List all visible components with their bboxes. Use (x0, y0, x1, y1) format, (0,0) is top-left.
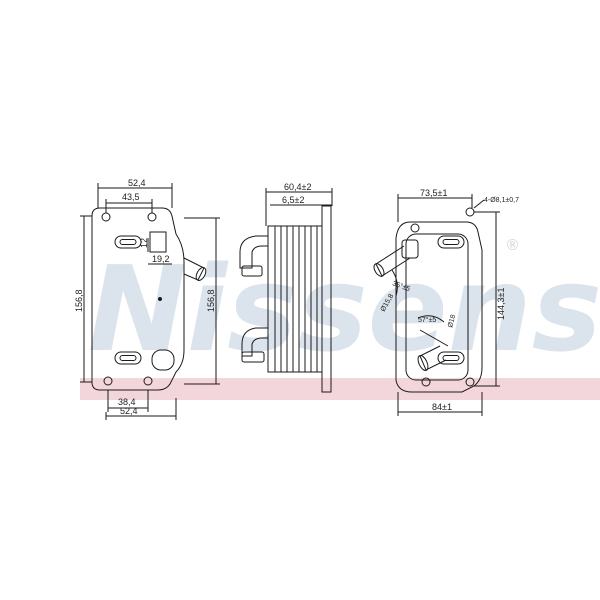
side-flange-offset-label: 6,5±2 (282, 195, 304, 205)
front-offset-12-label: 12 (139, 238, 149, 248)
rear-hole-top-right (465, 207, 475, 217)
rear-width-bottom-label: 84±1 (432, 402, 452, 412)
front-center-dot (158, 297, 162, 301)
front-height-right-label: 156,8 (206, 289, 216, 312)
side-fins (274, 226, 318, 372)
rear-pipe-bottom (419, 345, 447, 371)
front-height-left-label: 156,8 (74, 289, 84, 312)
rear-pipe-top (375, 245, 411, 277)
front-width-bottom-label: 52,4 (120, 406, 138, 416)
rear-slot-top (437, 235, 465, 249)
front-hole-bottom-right (143, 376, 153, 386)
rear-hole-bottom-right (465, 377, 475, 387)
rear-height-right-label: 144,3±1 (496, 288, 506, 320)
watermark-registered-mark: ® (505, 236, 520, 254)
rear-view (373, 194, 500, 416)
side-pipe-bottom (241, 327, 268, 357)
side-core (267, 225, 323, 373)
side-view (239, 188, 333, 393)
side-pipe-top (239, 235, 268, 269)
front-hole-bottom-left (103, 376, 113, 386)
front-hole-spacing-bottom-label: 38,4 (118, 397, 136, 407)
front-hole-top-right (147, 212, 157, 222)
watermark-band (80, 378, 600, 400)
front-slot-bottom (114, 351, 142, 365)
front-slot-top (114, 235, 142, 249)
rear-angle-bottom-label: 57°±5 (418, 316, 436, 324)
front-width-top-label: 52,4 (128, 178, 146, 188)
front-offset-19-2-label: 19,2 (152, 254, 170, 264)
rear-width-top-label: 73,5±1 (420, 188, 447, 198)
rear-hole-top-left (410, 223, 420, 233)
rear-hole-spec-label: 4-Ø8,1±0,7 (484, 197, 519, 204)
front-hole-spacing-top-label: 43,5 (122, 192, 140, 202)
front-pipe-top (183, 257, 205, 281)
front-port-bottom (151, 349, 175, 371)
rear-hole-bottom-left (421, 377, 431, 387)
side-depth-label: 60,4±2 (284, 182, 311, 192)
front-hole-top-left (101, 212, 111, 222)
rear-pipe-dia-bottom-label: Ø18 (447, 314, 457, 329)
front-inlet-box (149, 231, 167, 253)
rear-slot-bottom (437, 351, 465, 365)
front-view (80, 183, 220, 420)
